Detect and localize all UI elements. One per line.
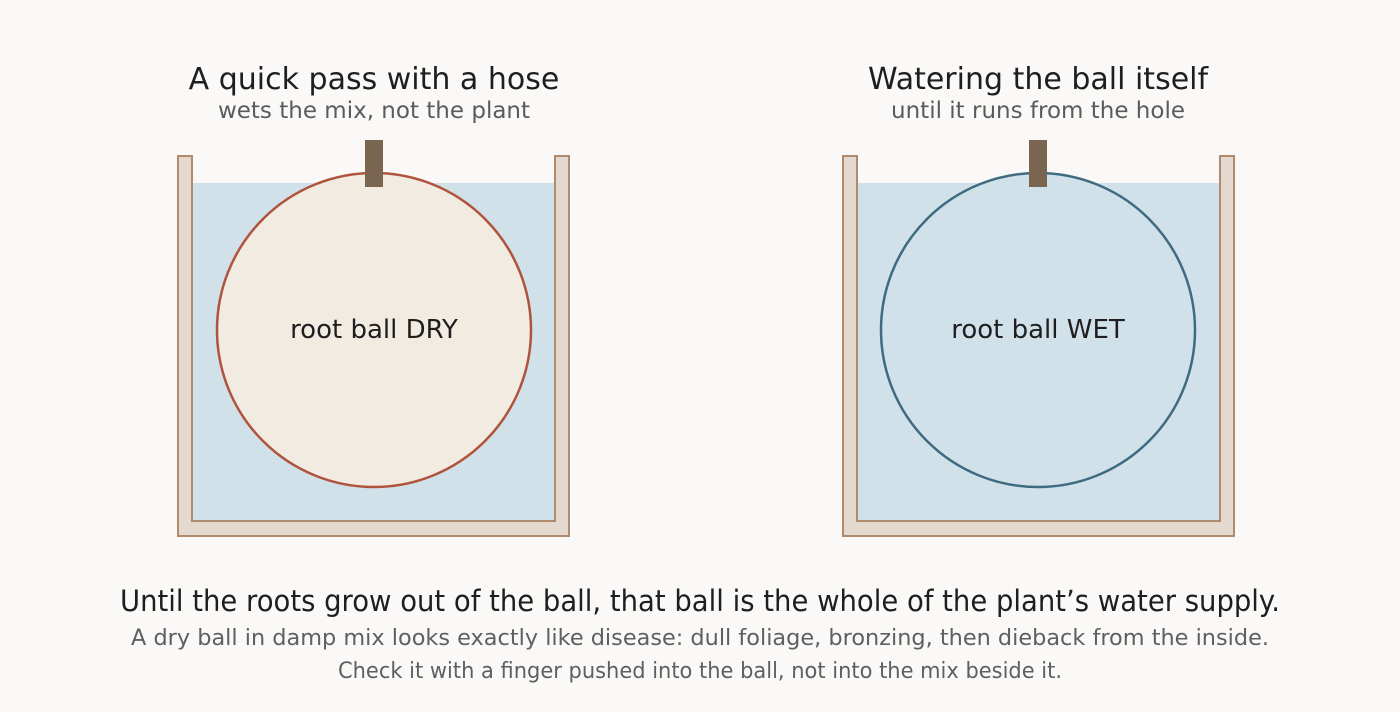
plant-stem: [1029, 140, 1047, 187]
panel-subtitle: until it runs from the hole: [891, 98, 1185, 124]
pot-wall: [177, 155, 570, 537]
footer-note-line-1: A dry ball in damp mix looks exactly lik…: [131, 625, 1269, 651]
pot-wall: [842, 155, 1235, 537]
root-ball-label: root ball WET: [951, 315, 1125, 345]
root-ball-label: root ball DRY: [290, 315, 458, 345]
panel-title: A quick pass with a hose: [189, 62, 560, 97]
panel-dry: A quick pass with a hose wets the mix, n…: [177, 62, 570, 537]
footer-note-line-2: Check it with a finger pushed into the b…: [338, 658, 1062, 684]
panel-title: Watering the ball itself: [868, 62, 1210, 97]
plant-stem: [365, 140, 383, 187]
panel-wet: Watering the ball itself until it runs f…: [842, 62, 1235, 537]
footer-headline: Until the roots grow out of the ball, th…: [120, 584, 1280, 618]
panel-subtitle: wets the mix, not the plant: [218, 98, 530, 124]
